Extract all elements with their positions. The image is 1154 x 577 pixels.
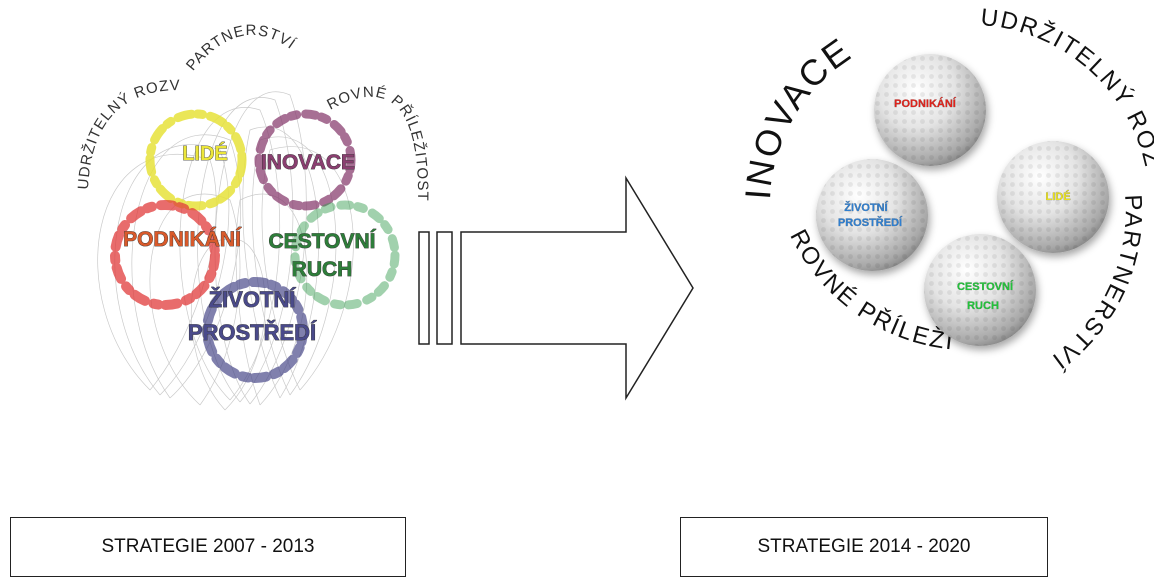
left-label-innovation: INOVACE	[261, 151, 355, 174]
ball-business	[874, 54, 986, 166]
left-label-people: LIDÉ	[182, 142, 228, 165]
left-label-business: PODNIKÁNÍ	[123, 228, 242, 251]
left-arc-partnership: PARTNERSTVÍ	[183, 22, 299, 74]
environment-ring	[202, 277, 308, 383]
arrow-bar-1	[418, 231, 430, 345]
left-label-tourism-2: RUCH	[292, 258, 353, 281]
left-arc-equal: ROVNÉ PŘÍLEŽITOSTI	[0, 0, 431, 202]
arrow-body	[460, 175, 694, 401]
ball-label-business: PODNIKÁNÍ	[894, 97, 957, 110]
people-ring	[145, 109, 247, 211]
ball-tourism	[924, 234, 1036, 346]
ball-label-environment-1: ŽIVOTNÍ	[844, 201, 888, 214]
left-label-tourism-1: CESTOVNÍ	[269, 230, 377, 253]
caption-strategy-2007-2013: STRATEGIE 2007 - 2013	[10, 517, 406, 577]
innovation-ring	[254, 109, 356, 211]
transition-arrow	[418, 175, 694, 401]
ball-label-tourism-2: RUCH	[967, 300, 999, 312]
left-strategy-diagram: UDRŽITELNÝ ROZVOJ PARTNERSTVÍ ROVNÉ PŘÍL…	[0, 0, 431, 411]
arrow-bar-2	[436, 231, 453, 345]
ball-people	[997, 141, 1109, 253]
caption-strategy-2014-2020: STRATEGIE 2014 - 2020	[680, 517, 1048, 577]
left-label-environment-1: ŽIVOTNÍ	[209, 287, 297, 312]
left-label-environment-2: PROSTŘEDÍ	[188, 320, 317, 345]
ball-label-environment-2: PROSTŘEDÍ	[838, 216, 903, 229]
ball-label-tourism-1: CESTOVNÍ	[957, 280, 1014, 293]
business-ring	[110, 200, 220, 310]
ball-environment	[816, 159, 928, 271]
ball-label-people: LIDÉ	[1045, 190, 1070, 203]
tourism-ring	[290, 200, 400, 310]
